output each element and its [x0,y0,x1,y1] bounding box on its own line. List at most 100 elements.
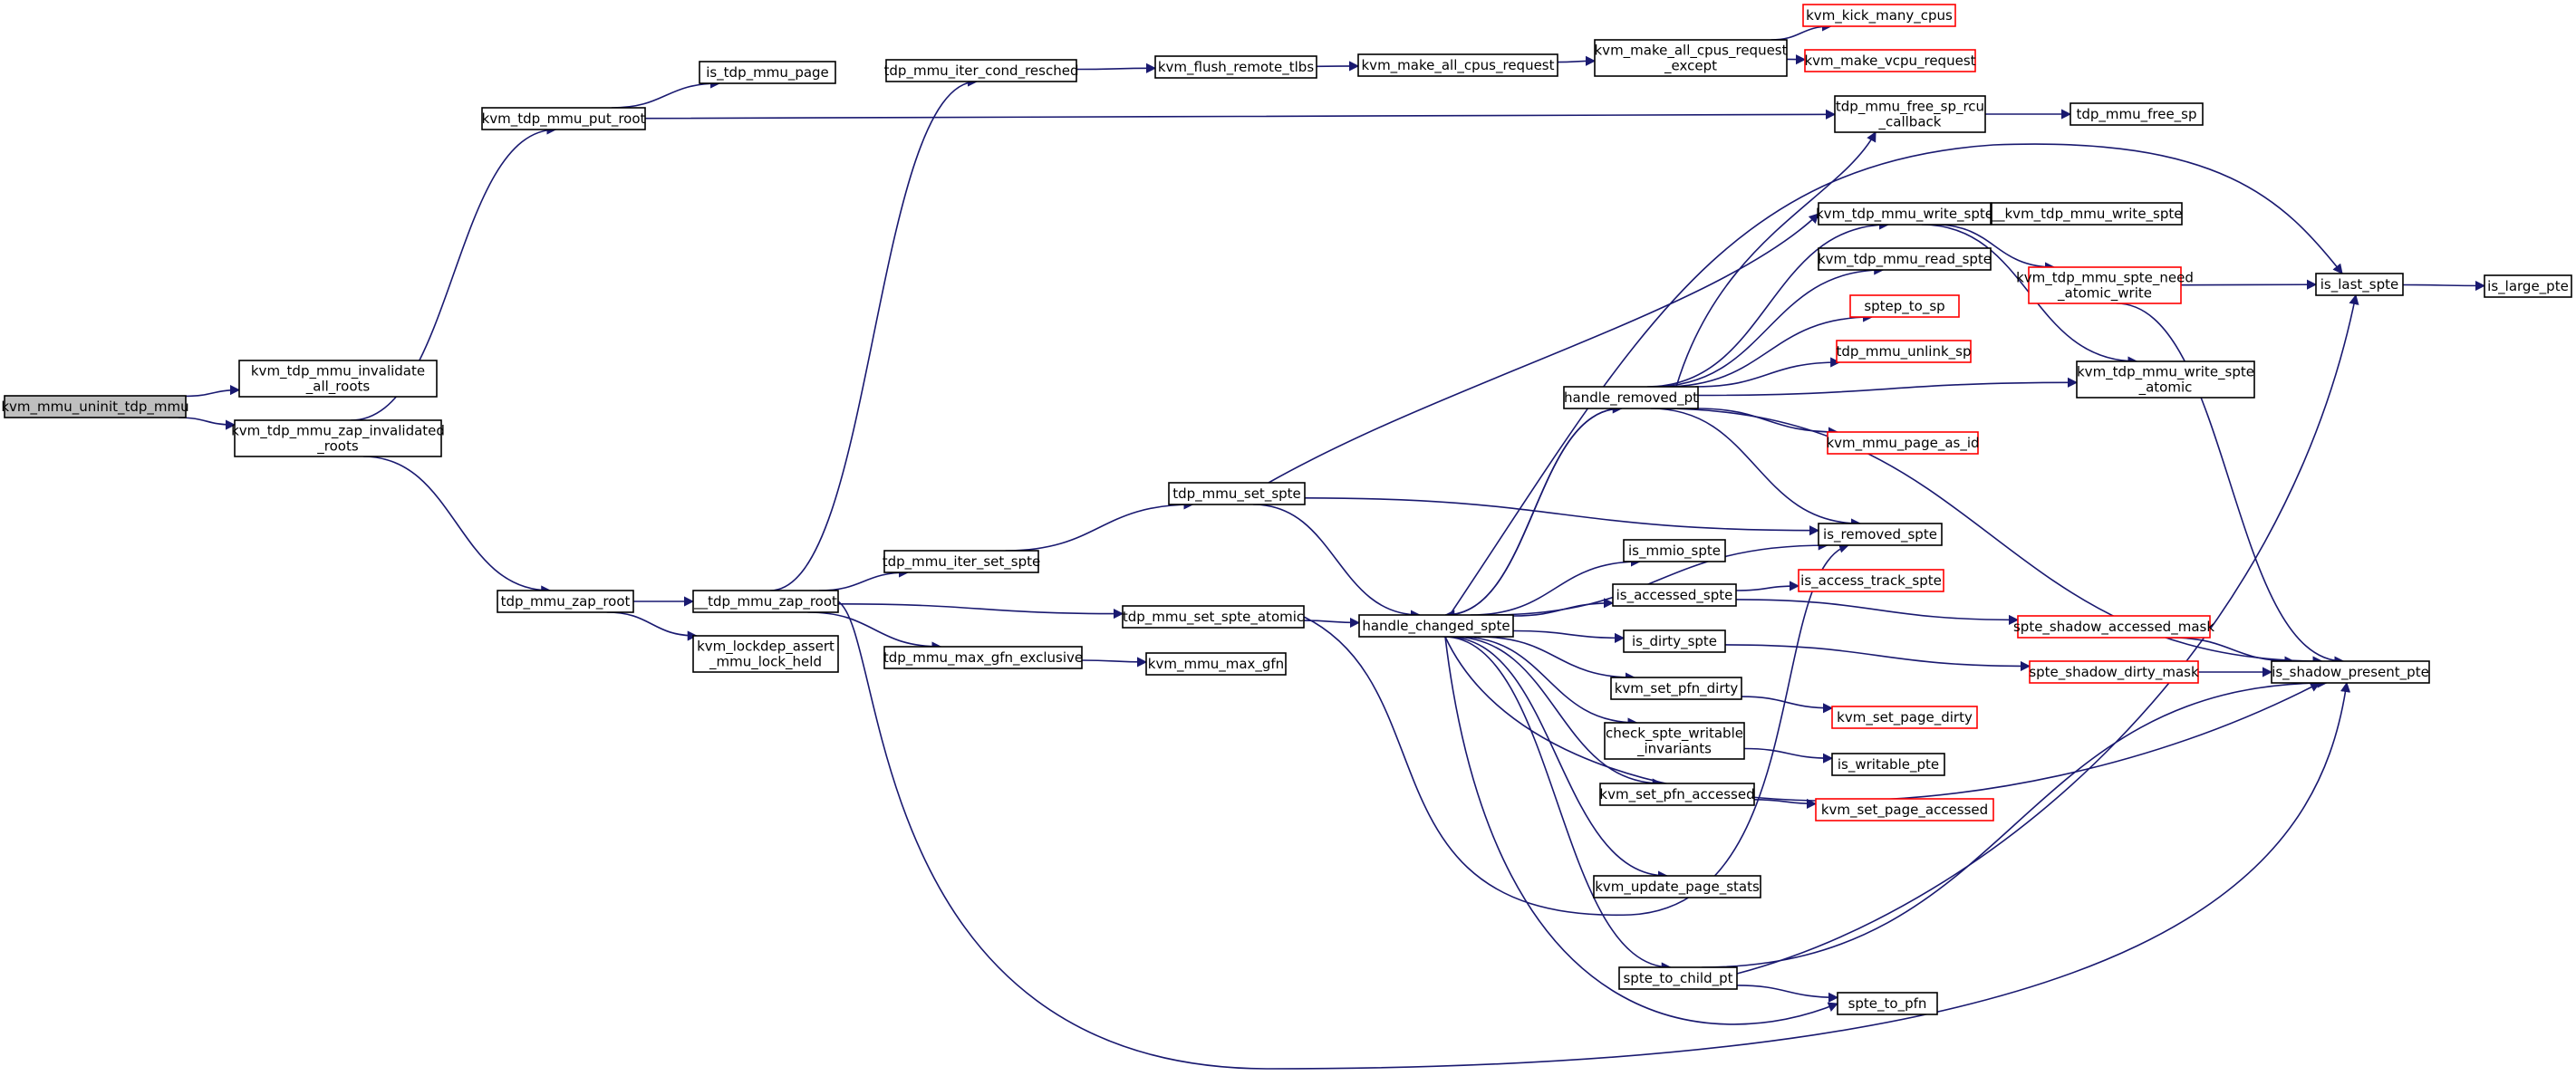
edge-n22-n39 [1512,629,1626,643]
function-node-tdp-mmu-free-sp[interactable]: tdp_mmu_free_sp [2069,102,2204,126]
function-node-spte-to-pfn[interactable]: spte_to_pfn [1837,992,1938,1015]
function-node-kvm-tdp-mmu-zap-invalidated-roots[interactable]: kvm_tdp_mmu_zap_invalidated_roots [231,419,445,457]
node-box [1604,722,1745,760]
edge-n46-n47 [1753,798,1818,809]
function-node-kvm-make-all-cpus-request-except[interactable]: kvm_make_all_cpus_request_except [1594,39,1788,77]
edge-n23-n28 [1694,357,1841,388]
function-node-is-writable-pte[interactable]: is_writable_pte [1831,753,1945,776]
function-node-spte-to-child-pt[interactable]: spte_to_child_pt [1618,966,1738,990]
node-label: tdp_mmu_zap_root [501,593,631,610]
function-node-kvm-tdp-mmu-write-spte-atomic[interactable]: kvm_tdp_mmu_write_spte_atomic [2076,360,2255,399]
function-node-tdp-mmu-iter-cond-resched[interactable]: tdp_mmu_iter_cond_resched [884,59,1079,82]
function-node-kvm-make-vcpu-request[interactable]: kvm_make_vcpu_request [1804,49,1976,72]
node-box [1831,706,1978,729]
edge-n22-n35 [1470,556,1642,616]
node-box [883,646,1083,669]
node-box [1623,539,1726,562]
node-box [1804,49,1976,72]
node-label: __kvm_tdp_mmu_write_spte [1991,206,2183,223]
edge-n19-n34 [1303,543,1850,916]
edge-n17-n18 [1005,499,1194,552]
edge-n22-n46 [1452,636,1663,789]
node-box [2271,660,2430,684]
node-box [1818,202,1992,226]
function-node-kvm-lockdep-assert-mmu-lock-held[interactable]: kvm_lockdep_assert_mmu_lock_held [692,635,839,673]
function-node-handle-removed-pt[interactable]: handle_removed_pt [1563,386,1699,409]
node-label: tdp_mmu_iter_set_spte [883,553,1040,571]
function-node-kvm-tdp-mmu-read-spte[interactable]: kvm_tdp_mmu_read_spte [1818,247,1992,271]
function-node-is-tdp-mmu-page[interactable]: is_tdp_mmu_page [699,61,836,84]
node-box [1612,583,1737,607]
function-node-kvm-set-page-accessed[interactable]: kvm_set_page_accessed [1815,798,1994,821]
function-node-kvm-set-pfn-dirty[interactable]: kvm_set_pfn_dirty [1610,677,1742,700]
node-label: kvm_tdp_mmu_read_spte [1818,251,1992,268]
edge-n18-n22 [1253,504,1422,620]
node-box [2017,615,2211,639]
node-box [1357,53,1558,77]
edge-n9-n20 [807,611,942,652]
node-label: kvm_tdp_mmu_zap_invalidated [231,423,445,440]
node-box [1358,614,1514,638]
function-node-kvm-set-pfn-accessed[interactable]: kvm_set_pfn_accessed [1599,783,1755,806]
node-label: is_access_track_spte [1800,572,1942,590]
node-label: kvm_mmu_page_as_id [1826,435,1979,452]
function-node-is-last-spte[interactable]: is_last_spte [2315,273,2404,296]
node-label: __tdp_mmu_zap_root [693,593,837,610]
function-node-tdp-mmu-set-spte[interactable]: tdp_mmu_set_spte [1168,482,1306,505]
function-node-kvm-update-page-stats[interactable]: kvm_update_page_stats [1593,875,1761,898]
function-node-kvm-tdp-mmu-write-spte[interactable]: __kvm_tdp_mmu_write_spte [1991,202,2183,226]
function-node-kvm-mmu-max-gfn[interactable]: kvm_mmu_max_gfn [1145,652,1287,676]
function-node-kvm-make-all-cpus-request[interactable]: kvm_make_all_cpus_request [1357,53,1558,77]
node-box [1815,798,1994,821]
edge-n1-n2 [185,385,241,398]
edge-n22-n41 [1444,636,2320,802]
function-node-handle-changed-spte[interactable]: handle_changed_spte [1358,614,1514,638]
node-box [883,550,1039,573]
function-node-kvm-kick-many-cpus[interactable]: kvm_kick_many_cpus [1802,4,1956,27]
function-node-kvm-tdp-mmu-invalidate-all-roots[interactable]: kvm_tdp_mmu_invalidate_all_roots [238,360,438,398]
function-node-tdp-mmu-unlink-sp[interactable]: tdp_mmu_unlink_sp [1836,340,1972,363]
function-node-tdp-mmu-zap-root[interactable]: tdp_mmu_zap_root [497,590,634,613]
function-node-tdp-mmu-zap-root[interactable]: __tdp_mmu_zap_root [692,590,839,613]
function-node-kvm-flush-remote-tlbs[interactable]: kvm_flush_remote_tlbs [1154,55,1317,79]
node-label: is_tdp_mmu_page [706,64,829,82]
function-node-kvm-tdp-mmu-put-root[interactable]: kvm_tdp_mmu_put_root [481,107,646,130]
node-label: tdp_mmu_set_spte [1172,485,1301,503]
function-node-is-large-pte[interactable]: is_large_pte [2484,274,2572,298]
node-box [1831,753,1945,776]
function-node-is-mmio-spte[interactable]: is_mmio_spte [1623,539,1726,562]
edge-n23-n29 [1695,408,1839,437]
function-node-tdp-mmu-max-gfn-exclusive[interactable]: tdp_mmu_max_gfn_exclusive [883,646,1083,669]
function-node-kvm-mmu-uninit-tdp-mmu[interactable]: kvm_mmu_uninit_tdp_mmu [1,395,189,418]
node-box [1593,875,1761,898]
function-node-kvm-tdp-mmu-write-spte[interactable]: kvm_tdp_mmu_write_spte [1816,202,1993,226]
node-label: _atomic_write [2057,285,2152,303]
function-node-kvm-tdp-mmu-spte-need-atomic-write[interactable]: kvm_tdp_mmu_spte_need_atomic_write [2016,266,2194,304]
function-node-check-spte-writable-invariants[interactable]: check_spte_writable_invariants [1604,722,1745,760]
function-node-kvm-set-page-dirty[interactable]: kvm_set_page_dirty [1831,706,1978,729]
function-node-spte-shadow-accessed-mask[interactable]: spte_shadow_accessed_mask [2013,615,2214,639]
function-node-sptep-to-sp[interactable]: sptep_to_sp [1849,294,1960,318]
node-label: _callback [1878,114,1942,131]
edge-n22-n34 [1489,540,1828,616]
function-node-tdp-mmu-free-sp-rcu-callback[interactable]: tdp_mmu_free_sp_rcu_callback [1834,95,1986,133]
node-label: is_last_spte [2320,276,2398,293]
node-label: kvm_mmu_max_gfn [1148,656,1284,673]
function-node-tdp-mmu-iter-set-spte[interactable]: tdp_mmu_iter_set_spte [883,550,1040,573]
function-node-tdp-mmu-set-spte-atomic[interactable]: tdp_mmu_set_spte_atomic [1122,605,1305,629]
function-node-is-accessed-spte[interactable]: is_accessed_spte [1612,583,1737,607]
edge-n32-n33 [2402,280,2486,292]
node-box [1610,677,1742,700]
node-box [2076,360,2255,399]
node-box [1563,386,1699,409]
function-node-is-access-track-spte[interactable]: is_access_track_spte [1798,569,1944,592]
edge-n44-n45 [1743,747,1834,764]
function-node-kvm-mmu-page-as-id[interactable]: kvm_mmu_page_as_id [1826,431,1980,455]
function-node-is-removed-spte[interactable]: is_removed_spte [1818,523,1943,546]
node-box [1122,605,1305,629]
node-box [2029,660,2199,684]
function-node-is-shadow-present-pte[interactable]: is_shadow_present_pte [2271,660,2430,684]
function-node-spte-shadow-dirty-mask[interactable]: spte_shadow_dirty_mask [2029,660,2199,684]
edge-n23-n31 [1697,377,2079,397]
function-node-is-dirty-spte[interactable]: is_dirty_spte [1623,629,1726,653]
